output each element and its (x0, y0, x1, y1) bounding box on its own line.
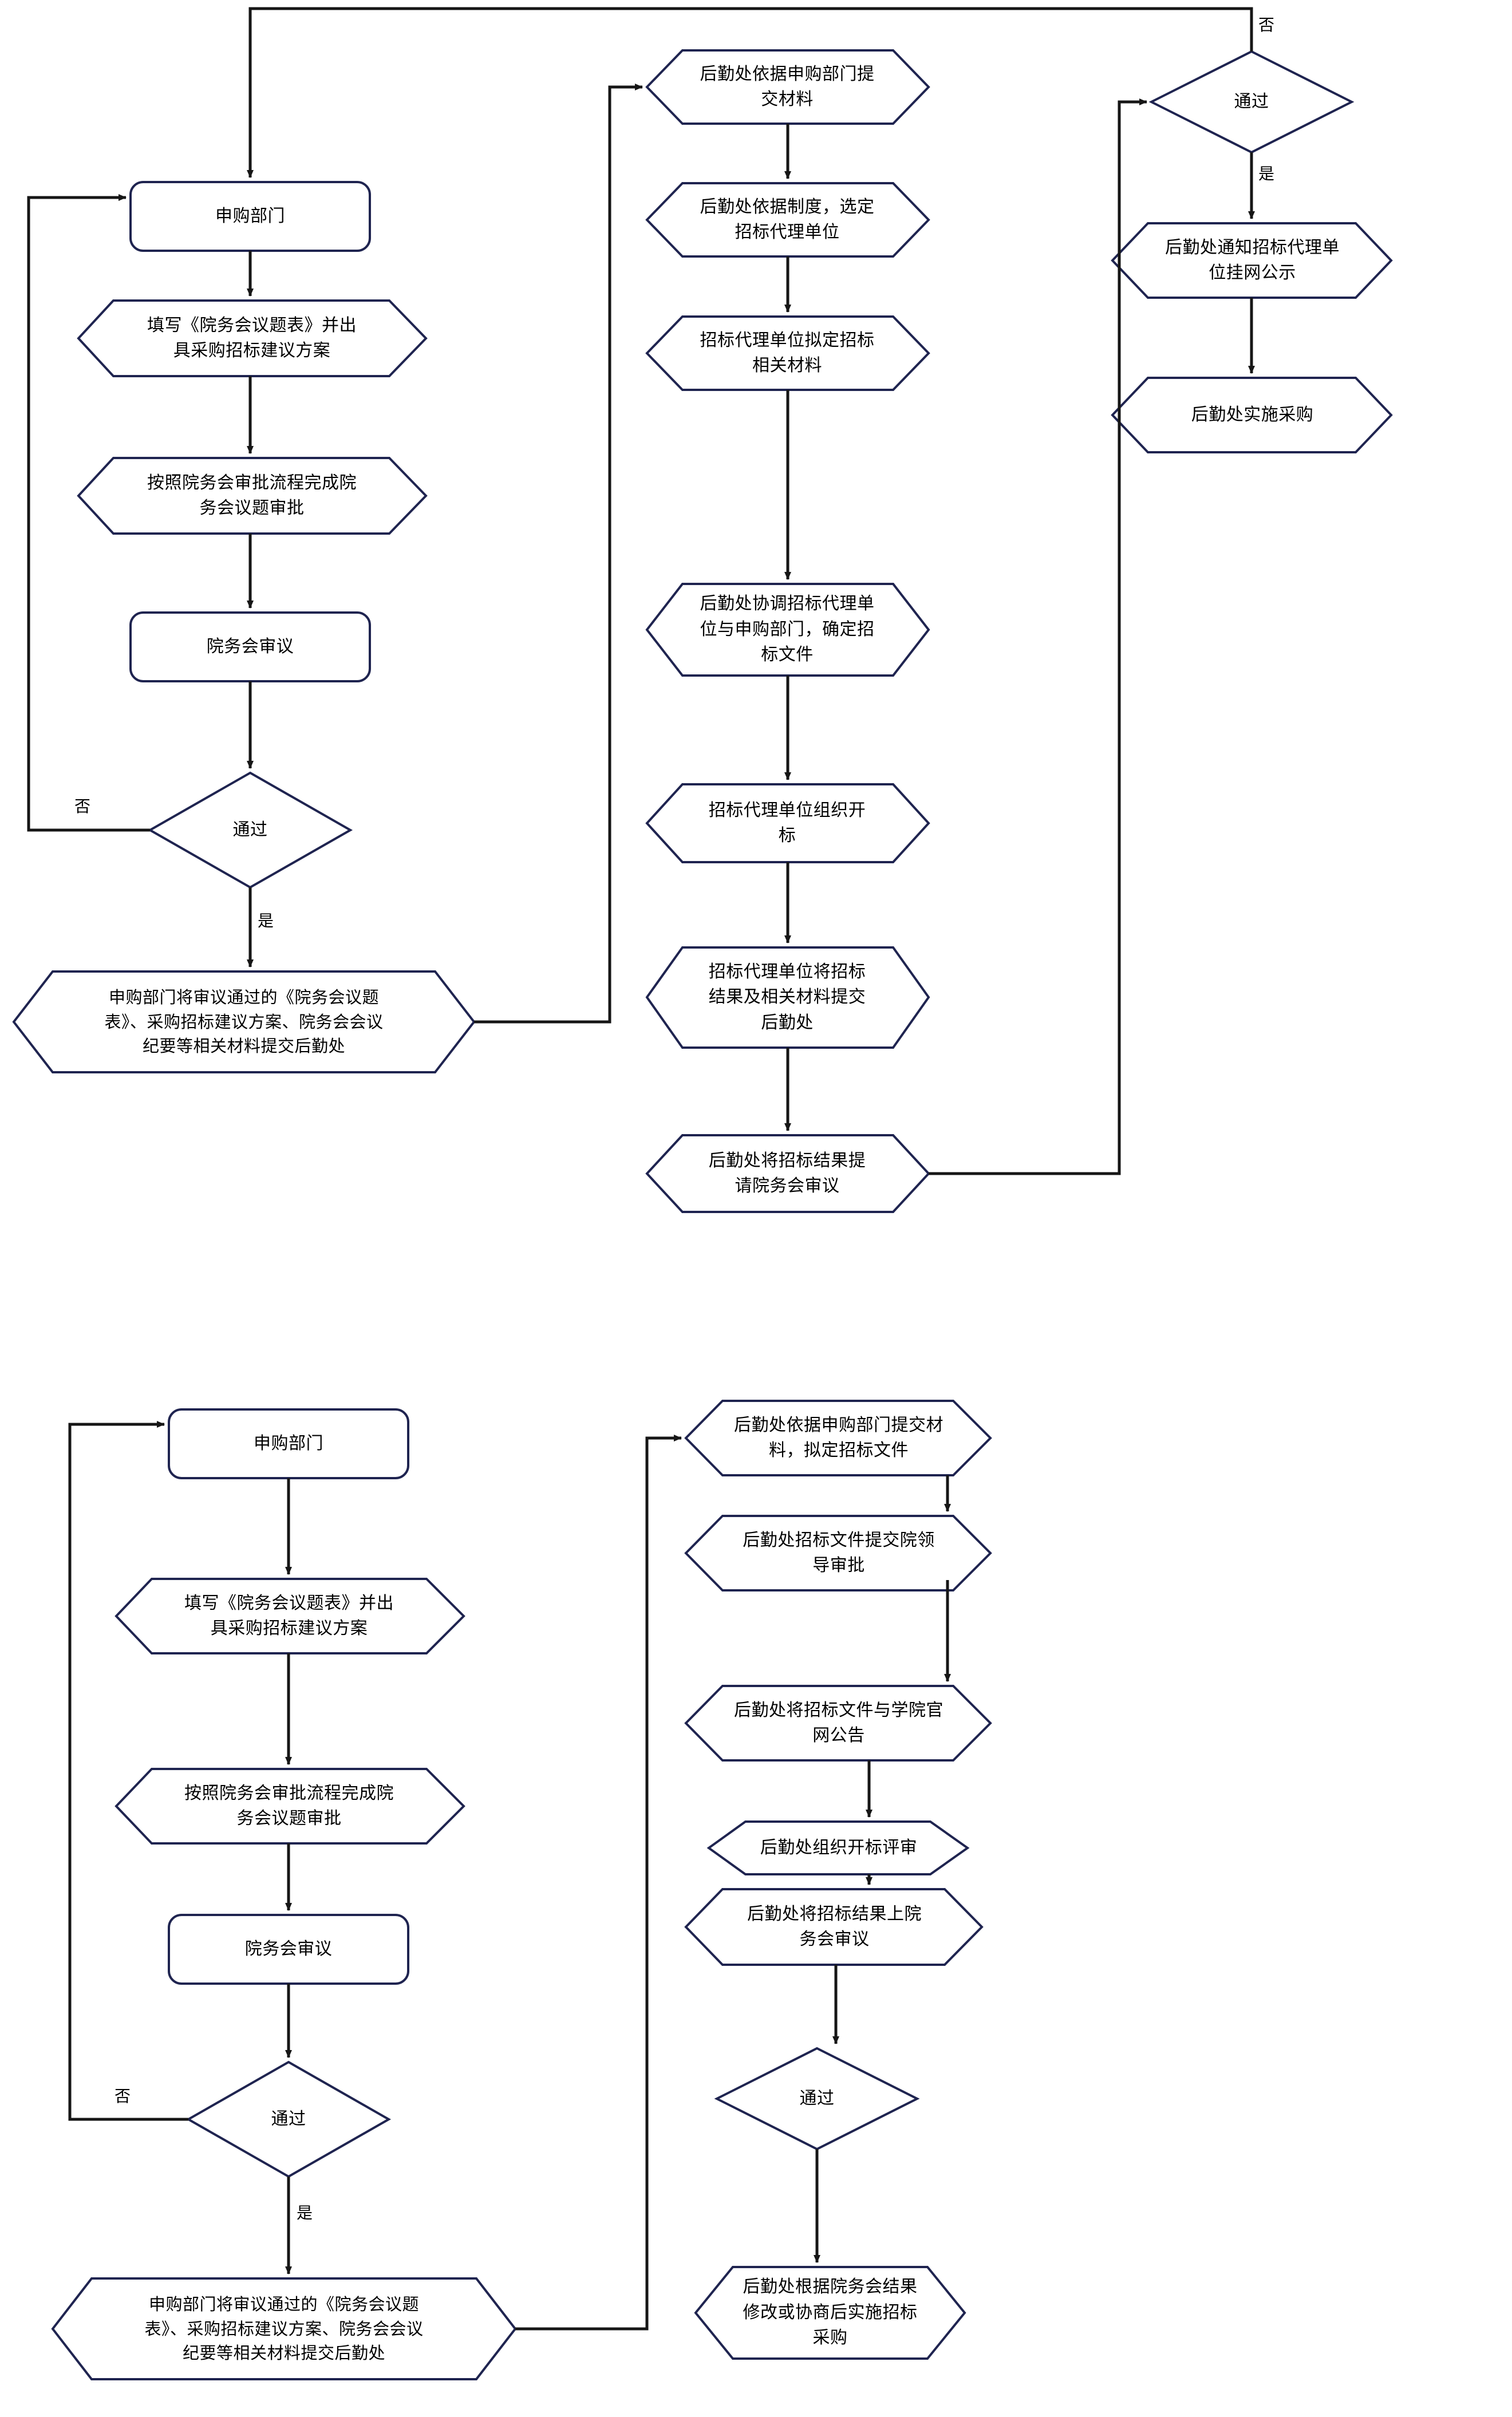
shape-f1-m7-hexagon (645, 1134, 930, 1213)
shape-f2-l1-rounded-rect (168, 1408, 409, 1479)
connector-f1-m7-r1 (929, 98, 1147, 1175)
shape-f1-l2-hexagon-body (77, 299, 428, 377)
connector-f2-l6-r1 (515, 1435, 682, 2331)
shape-f1-l1-rounded-rect (129, 181, 371, 252)
shape-f2-r4-hexagon (706, 1820, 970, 1875)
shape-f1-m6-hexagon (645, 946, 930, 1049)
edge-label-f1-right-no: 否 (1258, 15, 1275, 34)
shape-f1-m3-hexagon (645, 315, 930, 391)
shape-f2-l3-hexagon (115, 1768, 465, 1845)
shape-f1-m1-hexagon (645, 49, 930, 125)
edge-label-f1-left-no: 否 (74, 797, 91, 816)
connector-f1-l6-m1 (474, 84, 643, 1024)
connector-f2-l5-no-loop (68, 1421, 188, 2121)
shape-f2-r1-hexagon (684, 1400, 992, 1476)
shape-f1-l4-rounded-rect (129, 611, 371, 682)
shape-f2-r5-hexagon (684, 1888, 984, 1966)
shape-f2-l6-hexagon (51, 2277, 517, 2380)
edge-label-f1-right-yes: 是 (1258, 164, 1275, 183)
shape-f1-m5-hexagon (645, 783, 930, 863)
shape-f2-r7-hexagon (694, 2266, 966, 2360)
connector-f1-r1-no-to-l1 (247, 7, 1253, 178)
shape-f2-l4-rounded-rect (168, 1914, 409, 1985)
shape-f1-l6-hexagon (12, 970, 476, 1073)
shape-f2-r2-hexagon (684, 1515, 992, 1591)
shape-f2-r6-diamond (714, 2047, 920, 2151)
shape-f1-r2-hexagon (1111, 222, 1393, 299)
shape-f1-r3-hexagon (1111, 377, 1393, 453)
shape-f1-m2-hexagon (645, 182, 930, 258)
edge-label-f2-left-yes: 是 (297, 2203, 313, 2222)
edge-label-f1-left-yes: 是 (258, 911, 274, 930)
shape-f2-l5-diamond (185, 2060, 392, 2178)
connector-f1-l5-no-loop (27, 194, 150, 832)
shape-f2-r3-hexagon (684, 1685, 992, 1762)
edge-label-f2-left-no: 否 (115, 2087, 131, 2106)
shape-f1-m4-hexagon (645, 583, 930, 677)
shape-f1-l3-hexagon (77, 457, 428, 535)
shape-f1-r1-diamond (1148, 50, 1355, 154)
shape-f1-l5-diamond (147, 771, 353, 889)
shape-f2-l2-hexagon (115, 1578, 465, 1654)
